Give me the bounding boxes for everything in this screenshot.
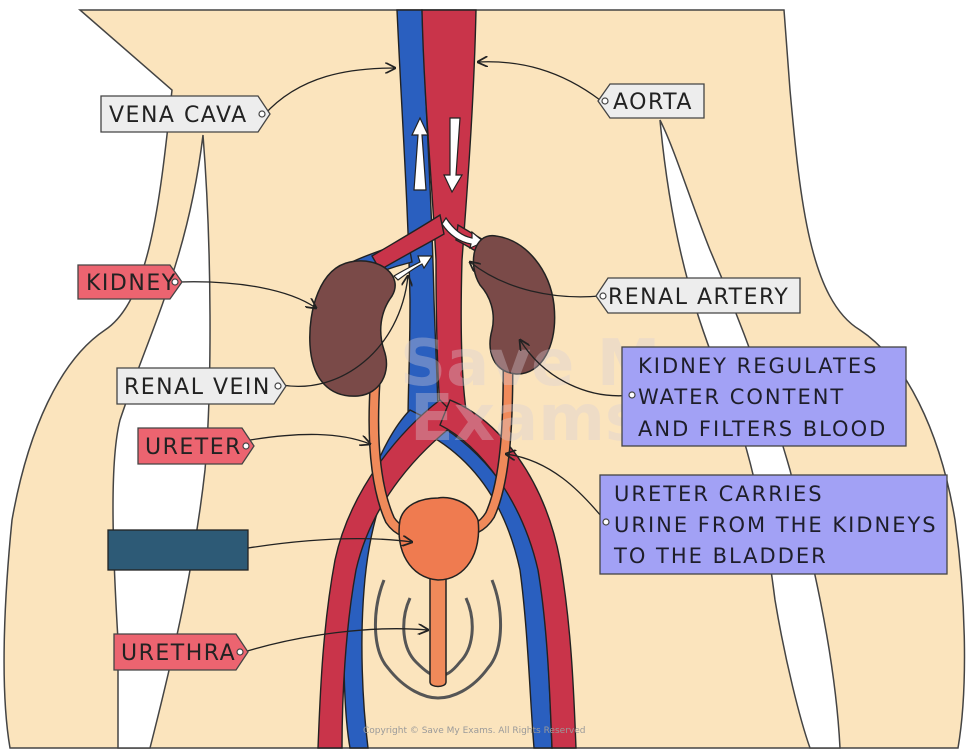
- watermark-line-2: Exams: [410, 382, 643, 456]
- aorta-flow-arrow: [443, 117, 464, 194]
- info-box-ureter-function: URETER CARRIES URINE FROM THE KIDNEYS TO…: [599, 474, 948, 575]
- tag-hole: [236, 648, 244, 656]
- flow-arrows: [393, 116, 486, 281]
- info-line: KIDNEY REGULATES: [638, 354, 878, 378]
- label-text: RENAL VEIN: [124, 375, 271, 400]
- leader-urethra: [243, 629, 428, 653]
- tag-shape: [595, 277, 801, 314]
- label-bladder: [107, 529, 249, 571]
- info-line: TO THE BLADDER: [613, 544, 828, 568]
- tag-hole: [274, 382, 282, 390]
- label-aorta: AORTA: [597, 83, 705, 119]
- label-renal-vein: RENAL VEIN: [116, 367, 287, 405]
- label-ureter: URETER: [137, 427, 255, 465]
- leader-bladder: [247, 539, 412, 549]
- tag-shape: [116, 367, 287, 405]
- copyright-notice: Copyright © Save My Exams. All Rights Re…: [363, 726, 585, 736]
- info-line: URINE FROM THE KIDNEYS: [614, 513, 938, 537]
- leader-lines: [177, 62, 633, 653]
- tag-hole: [601, 97, 609, 105]
- label-text: VENA CAVA: [109, 103, 248, 128]
- info-box-kidney-function: KIDNEY REGULATES WATER CONTENT AND FILTE…: [621, 346, 907, 447]
- leader-renal-artery: [470, 262, 601, 298]
- tag-hole: [599, 292, 607, 300]
- tag-hole: [242, 442, 250, 450]
- leader-kidney: [177, 281, 316, 308]
- label-renal-artery: RENAL ARTERY: [595, 277, 801, 314]
- kidney-left: [309, 260, 396, 397]
- info-box-shape: [599, 474, 948, 575]
- info-box-shape: [621, 346, 907, 447]
- iliac-artery-right: [439, 399, 577, 749]
- label-urethra: URETHRA: [113, 633, 249, 671]
- info-line: AND FILTERS BLOOD: [638, 417, 887, 441]
- label-text: URETER: [145, 435, 242, 460]
- tag-shape: [77, 264, 183, 300]
- info-line: URETER CARRIES: [614, 482, 824, 506]
- urethra: [429, 574, 447, 688]
- tag-hole: [258, 110, 266, 118]
- tag-shape: [597, 83, 705, 119]
- label-text: KIDNEY: [86, 271, 177, 296]
- bladder: [398, 496, 480, 581]
- label-text: AORTA: [613, 90, 693, 115]
- label-text: RENAL ARTERY: [608, 285, 789, 310]
- leader-renal-vein: [281, 276, 408, 387]
- label-kidney: KIDNEY: [77, 264, 183, 300]
- bladder-hidden-label-box: [107, 529, 249, 571]
- leader-ureter: [249, 433, 370, 444]
- tag-hole: [171, 278, 179, 286]
- tag-shape: [100, 95, 271, 133]
- tag-shape: [113, 633, 249, 671]
- leader-aorta: [478, 62, 601, 101]
- info-line: WATER CONTENT: [638, 385, 845, 409]
- tag-shape: [137, 427, 255, 465]
- label-text: URETHRA: [121, 641, 236, 666]
- kidneys: [309, 235, 556, 397]
- vena-cava-flow-arrow: [411, 116, 429, 191]
- tag-hole: [602, 518, 610, 526]
- label-vena-cava: VENA CAVA: [100, 95, 271, 133]
- leader-ureter-function: [506, 454, 607, 523]
- leader-kidney-function: [520, 340, 633, 397]
- bladder-group: [374, 496, 502, 700]
- leader-vena-cava: [263, 68, 395, 116]
- kidney-right: [472, 235, 556, 375]
- tag-hole: [628, 391, 636, 399]
- penis-outline: [374, 579, 502, 700]
